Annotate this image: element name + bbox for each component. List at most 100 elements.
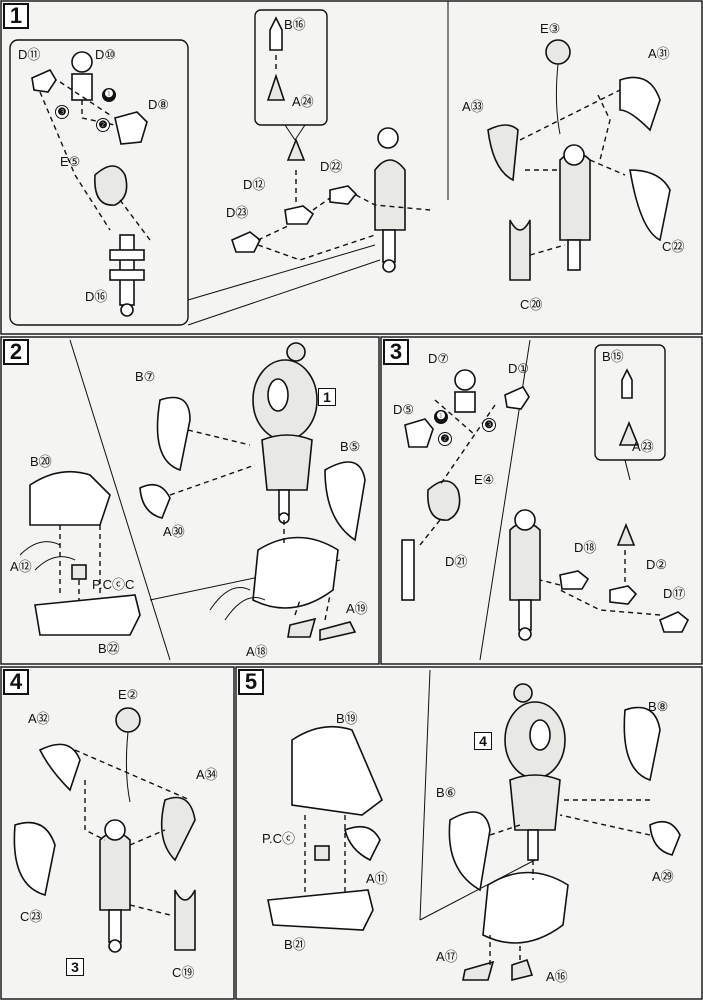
step-number-4: 4: [3, 669, 29, 695]
order-mark-2: ❷: [96, 118, 110, 132]
pc-c-step5: [314, 845, 330, 861]
label-a33: A㉝: [462, 99, 484, 114]
a32-part: [38, 743, 81, 792]
a34-part: [160, 796, 196, 862]
label-e4: E④: [474, 472, 495, 487]
label-b21: B㉑: [284, 937, 306, 952]
label-e3: E③: [540, 21, 561, 36]
step1-panel: [0, 0, 703, 335]
c20-part: [509, 219, 531, 281]
label-d17: D⑰: [663, 586, 686, 601]
label-b19: B⑲: [336, 711, 358, 726]
step3-assembly: [509, 521, 541, 601]
b5-part: [324, 461, 366, 542]
d2-part: [609, 585, 638, 605]
label-d1: D①: [508, 361, 530, 376]
step1-inset-frame: [254, 9, 328, 126]
d7-body: [454, 391, 476, 413]
d7-head: [454, 369, 476, 391]
d1-part: [504, 385, 530, 410]
step3-panel: [380, 336, 703, 665]
label-b15: B⑮: [602, 349, 624, 364]
a33-part: [487, 124, 519, 182]
step4-assembly: [99, 831, 131, 911]
label-d16: D⑯: [85, 289, 108, 304]
label-a18: A⑱: [246, 644, 268, 659]
step5-foot: [482, 871, 569, 944]
e3-part: [545, 39, 571, 65]
c23-part: [13, 821, 56, 897]
label-b7: B⑦: [135, 369, 156, 384]
d23-part: [231, 231, 262, 253]
d11-part: [31, 68, 57, 93]
step4-panel: [0, 666, 235, 1000]
label-a30: A㉚: [163, 524, 185, 539]
step2-torso: [261, 434, 313, 491]
a30-part: [139, 483, 171, 519]
ref-step-1: 1: [318, 388, 336, 406]
label-c20: C⑳: [520, 297, 543, 312]
ref-step-4: 4: [474, 732, 492, 750]
step1-callout-frame: [9, 39, 189, 326]
a31-part: [619, 76, 661, 132]
e2-part: [115, 707, 141, 733]
label-a19: A⑲: [346, 601, 368, 616]
label-a11: A⑪: [366, 871, 388, 886]
label-a23: A㉓: [632, 439, 654, 454]
label-b22: B㉒: [98, 641, 120, 656]
label-d21: D㉑: [445, 554, 468, 569]
d21-part: [401, 539, 415, 601]
step5-panel: [235, 666, 703, 1000]
d10-body: [71, 73, 93, 101]
label-pc-c: P.CⓒC: [92, 577, 135, 592]
d16-ball: [120, 303, 134, 317]
label-d11: D⑪: [18, 47, 41, 62]
label-b5: B⑤: [340, 439, 361, 454]
b7-part: [156, 396, 191, 472]
d8-part: [114, 111, 148, 145]
b22-part: [34, 594, 141, 636]
label-d10: D⑩: [95, 47, 117, 62]
label-c23: C㉓: [20, 909, 43, 924]
a24-part: [266, 73, 286, 101]
label-c19: C⑲: [172, 965, 195, 980]
label-a24: A㉔: [292, 94, 314, 109]
step3-inset-frame: [594, 344, 666, 461]
a16-part: [511, 958, 534, 982]
label-c22: C㉒: [662, 239, 685, 254]
label-a34: A㉞: [196, 767, 218, 782]
a19-part: [319, 621, 357, 642]
c22-part: [629, 169, 671, 242]
e4-part: [427, 480, 461, 521]
label-d8: D⑧: [148, 97, 170, 112]
label-a12: A⑫: [10, 559, 32, 574]
step-number-3: 3: [383, 339, 409, 365]
label-d22: D㉒: [320, 159, 343, 174]
order-mark-3-3: ❸: [482, 418, 496, 432]
label-d2: D②: [646, 557, 668, 572]
step-number-1: 1: [3, 3, 29, 29]
order-mark-3-2: ❷: [438, 432, 452, 446]
label-d18: D⑱: [574, 540, 597, 555]
b21-part: [267, 889, 374, 931]
label-a29: A㉙: [652, 869, 674, 884]
label-b16: B⑯: [284, 17, 306, 32]
label-a32: A㉜: [28, 711, 50, 726]
ref-step-3: 3: [66, 958, 84, 976]
pc-c-part: [71, 564, 87, 580]
label-e2: E②: [118, 687, 139, 702]
label-e5: E⑤: [60, 154, 81, 169]
label-d23: D㉓: [226, 205, 249, 220]
step2-panel: [0, 336, 380, 665]
order-mark-1: ❶: [102, 88, 116, 102]
step5-torso: [509, 774, 561, 831]
a11-part: [344, 825, 381, 862]
label-pc-c-5: P.Cⓒ: [262, 831, 295, 846]
b6-part: [448, 811, 491, 892]
d17-part: [659, 611, 690, 633]
label-b6: B⑥: [436, 785, 457, 800]
a18-part: [287, 617, 317, 638]
c19-part: [174, 889, 196, 951]
